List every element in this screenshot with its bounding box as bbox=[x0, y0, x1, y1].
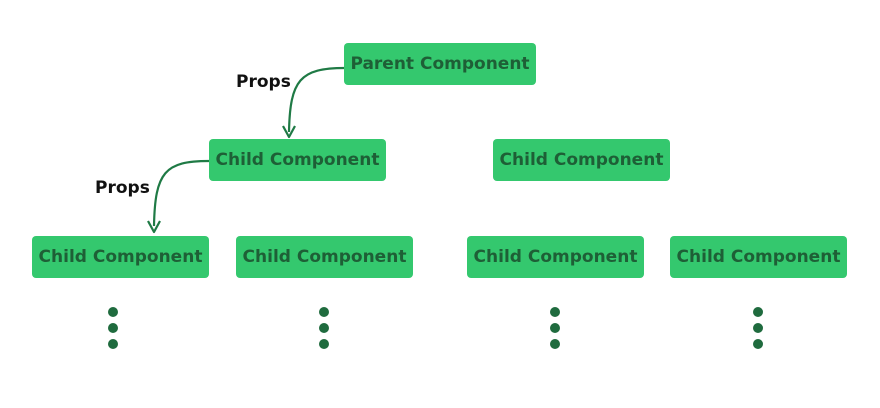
ellipsis-dots-column-3 bbox=[549, 307, 561, 353]
dot bbox=[550, 339, 560, 349]
props-arrow-child-to-grandchild bbox=[152, 159, 210, 227]
dot bbox=[108, 307, 118, 317]
props-arrowhead-upper bbox=[282, 125, 296, 139]
child-component-node-bottom-4: Child Component bbox=[670, 236, 847, 278]
dot bbox=[753, 307, 763, 317]
props-label-lower: Props bbox=[95, 178, 150, 198]
dot bbox=[319, 307, 329, 317]
child-component-node-mid-right: Child Component bbox=[493, 139, 670, 181]
parent-component-node: Parent Component bbox=[344, 43, 536, 85]
child-component-node-bottom-2: Child Component bbox=[236, 236, 413, 278]
dot bbox=[319, 339, 329, 349]
dot bbox=[550, 323, 560, 333]
ellipsis-dots-column-1 bbox=[107, 307, 119, 353]
dot bbox=[108, 339, 118, 349]
dot bbox=[753, 339, 763, 349]
ellipsis-dots-column-4 bbox=[752, 307, 764, 353]
props-arrowhead-lower bbox=[147, 220, 161, 234]
dot bbox=[550, 307, 560, 317]
child-component-node-mid-left: Child Component bbox=[209, 139, 386, 181]
dot bbox=[319, 323, 329, 333]
ellipsis-dots-column-2 bbox=[318, 307, 330, 353]
dot bbox=[753, 323, 763, 333]
props-arrow-parent-to-child bbox=[287, 66, 346, 133]
child-component-node-bottom-1: Child Component bbox=[32, 236, 209, 278]
dot bbox=[108, 323, 118, 333]
child-component-node-bottom-3: Child Component bbox=[467, 236, 644, 278]
props-label-upper: Props bbox=[236, 72, 291, 92]
